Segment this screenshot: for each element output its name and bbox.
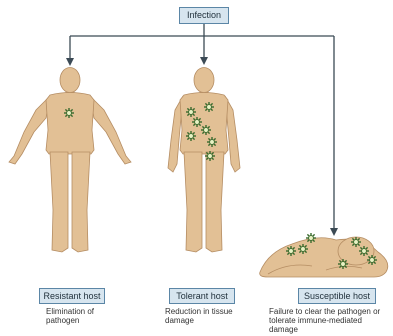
pathogen-icon [306, 233, 316, 243]
pathogen-icon [367, 255, 377, 265]
pathogen-icon [338, 259, 348, 269]
susceptible-host-label: Susceptible host [298, 288, 376, 304]
tolerant-host-figure [168, 68, 240, 253]
pathogen-icon [359, 246, 369, 256]
pathogen-icon [286, 246, 296, 256]
pathogen-icon [205, 151, 215, 161]
pathogen-icon [298, 244, 308, 254]
resistant-host-description: Elimination of pathogen [46, 307, 116, 325]
resistant-host-figure [9, 68, 131, 253]
pathogen-icon [64, 108, 74, 118]
pathogen-icon [351, 237, 361, 247]
pathogen-icon [192, 117, 202, 127]
pathogen-icon [204, 102, 214, 112]
infection-label: Infection [179, 7, 229, 24]
tolerant-host-description: Reduction in tissue damage [165, 307, 247, 325]
pathogen-icon [207, 137, 217, 147]
tolerant-host-label: Tolerant host [169, 288, 235, 304]
pathogen-icon [186, 107, 196, 117]
pathogen-icon [186, 131, 196, 141]
susceptible-host-description: Failure to clear the pathogen or tolerat… [269, 307, 389, 334]
resistant-host-label: Resistant host [39, 288, 105, 304]
pathogen-icon [201, 125, 211, 135]
